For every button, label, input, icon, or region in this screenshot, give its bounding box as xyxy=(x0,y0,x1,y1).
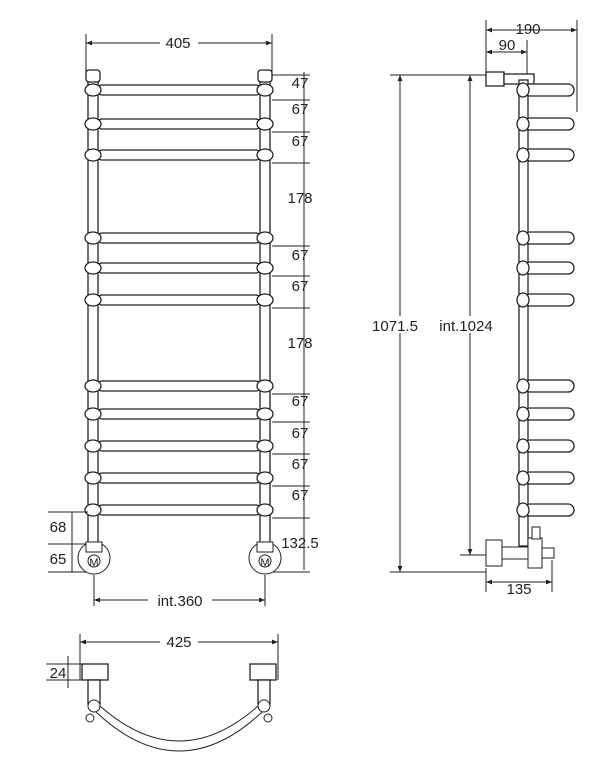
gap-label-10: 67 xyxy=(292,487,309,504)
side-rail-10 xyxy=(516,502,575,518)
side-rail-4 xyxy=(516,260,575,276)
rail-9 xyxy=(84,471,274,485)
gap-label-4: 67 xyxy=(292,247,309,264)
left-valve-mark: M xyxy=(89,557,98,569)
top-right-valve-knob xyxy=(263,713,273,723)
side-rail-1 xyxy=(516,116,575,132)
side-view: 190 90 1071.5 int.1024 xyxy=(366,20,578,598)
offset-label: 90 xyxy=(499,37,516,54)
top-right-joint xyxy=(257,699,271,713)
side-rail-7 xyxy=(516,406,575,422)
height-label-bg xyxy=(366,316,426,333)
front-view: 405 47 67 67 178 67 67 178 67 67 67 67 1… xyxy=(48,33,319,610)
top-left-bracket xyxy=(81,663,109,681)
right-top-cap xyxy=(257,69,273,83)
rail-1 xyxy=(84,117,274,131)
rail-2 xyxy=(84,148,274,162)
side-rail-3 xyxy=(516,230,575,246)
gap-label-2: 67 xyxy=(292,133,309,150)
rail-8 xyxy=(84,439,274,453)
int1024-label: int.1024 xyxy=(439,318,492,335)
int360-label-bg xyxy=(148,591,212,608)
gap-label-3: 178 xyxy=(287,190,312,207)
width-label: 405 xyxy=(165,35,190,52)
side-rail-2 xyxy=(516,147,575,163)
top-curve-outer xyxy=(95,711,263,752)
rail-6 xyxy=(84,379,274,393)
side-valve xyxy=(485,526,555,569)
side-rail-0 xyxy=(516,82,575,98)
rail-3 xyxy=(84,231,274,245)
top-width-label-bg xyxy=(160,631,198,648)
rail-7 xyxy=(84,407,274,421)
left-top-cap xyxy=(85,69,101,83)
side-rail-5 xyxy=(516,292,575,308)
height-label: 1071.5 xyxy=(372,318,418,335)
gap-label-8: 67 xyxy=(292,425,309,442)
top-depth-label: 24 xyxy=(50,665,67,682)
height-chain-labels: 47 67 67 178 67 67 178 67 67 67 67 132.5 xyxy=(281,75,319,552)
top-left-joint xyxy=(87,699,101,713)
gap-label-11: 132.5 xyxy=(281,535,319,552)
right-valve: M xyxy=(248,541,282,575)
gap-label-6: 178 xyxy=(287,335,312,352)
gap-label-0: 47 xyxy=(292,75,309,92)
bottom-label: 135 xyxy=(506,581,531,598)
rail-4 xyxy=(84,261,274,275)
rail-5 xyxy=(84,293,274,307)
gap-label-9: 67 xyxy=(292,456,309,473)
top-curve-inner xyxy=(99,705,259,742)
side-rail-9 xyxy=(516,470,575,486)
height-chain-ticks xyxy=(272,74,310,573)
rail-10 xyxy=(84,503,274,517)
side-rails-group xyxy=(516,82,575,518)
width-label-bg xyxy=(160,33,198,50)
int360-label: int.360 xyxy=(157,593,202,610)
top-left-valve-knob xyxy=(85,713,95,723)
rails-group xyxy=(84,83,274,517)
int1024-label-bg xyxy=(434,316,498,333)
right-valve-mark: M xyxy=(260,557,269,569)
top-view: 425 24 xyxy=(46,631,279,752)
left-label-68: 68 xyxy=(50,519,67,536)
side-top-bracket xyxy=(485,71,505,87)
rail-0 xyxy=(84,83,274,97)
side-rail-6 xyxy=(516,378,575,394)
left-valve: M xyxy=(77,541,111,575)
gap-label-1: 67 xyxy=(292,101,309,118)
depth-label: 190 xyxy=(515,21,540,38)
gap-label-7: 67 xyxy=(292,393,309,410)
gap-label-5: 67 xyxy=(292,278,309,295)
side-rail-8 xyxy=(516,438,575,454)
top-width-label: 425 xyxy=(166,634,191,651)
left-label-65: 65 xyxy=(50,551,67,568)
top-right-bracket xyxy=(249,663,277,681)
side-vertical-pipe xyxy=(518,79,529,547)
